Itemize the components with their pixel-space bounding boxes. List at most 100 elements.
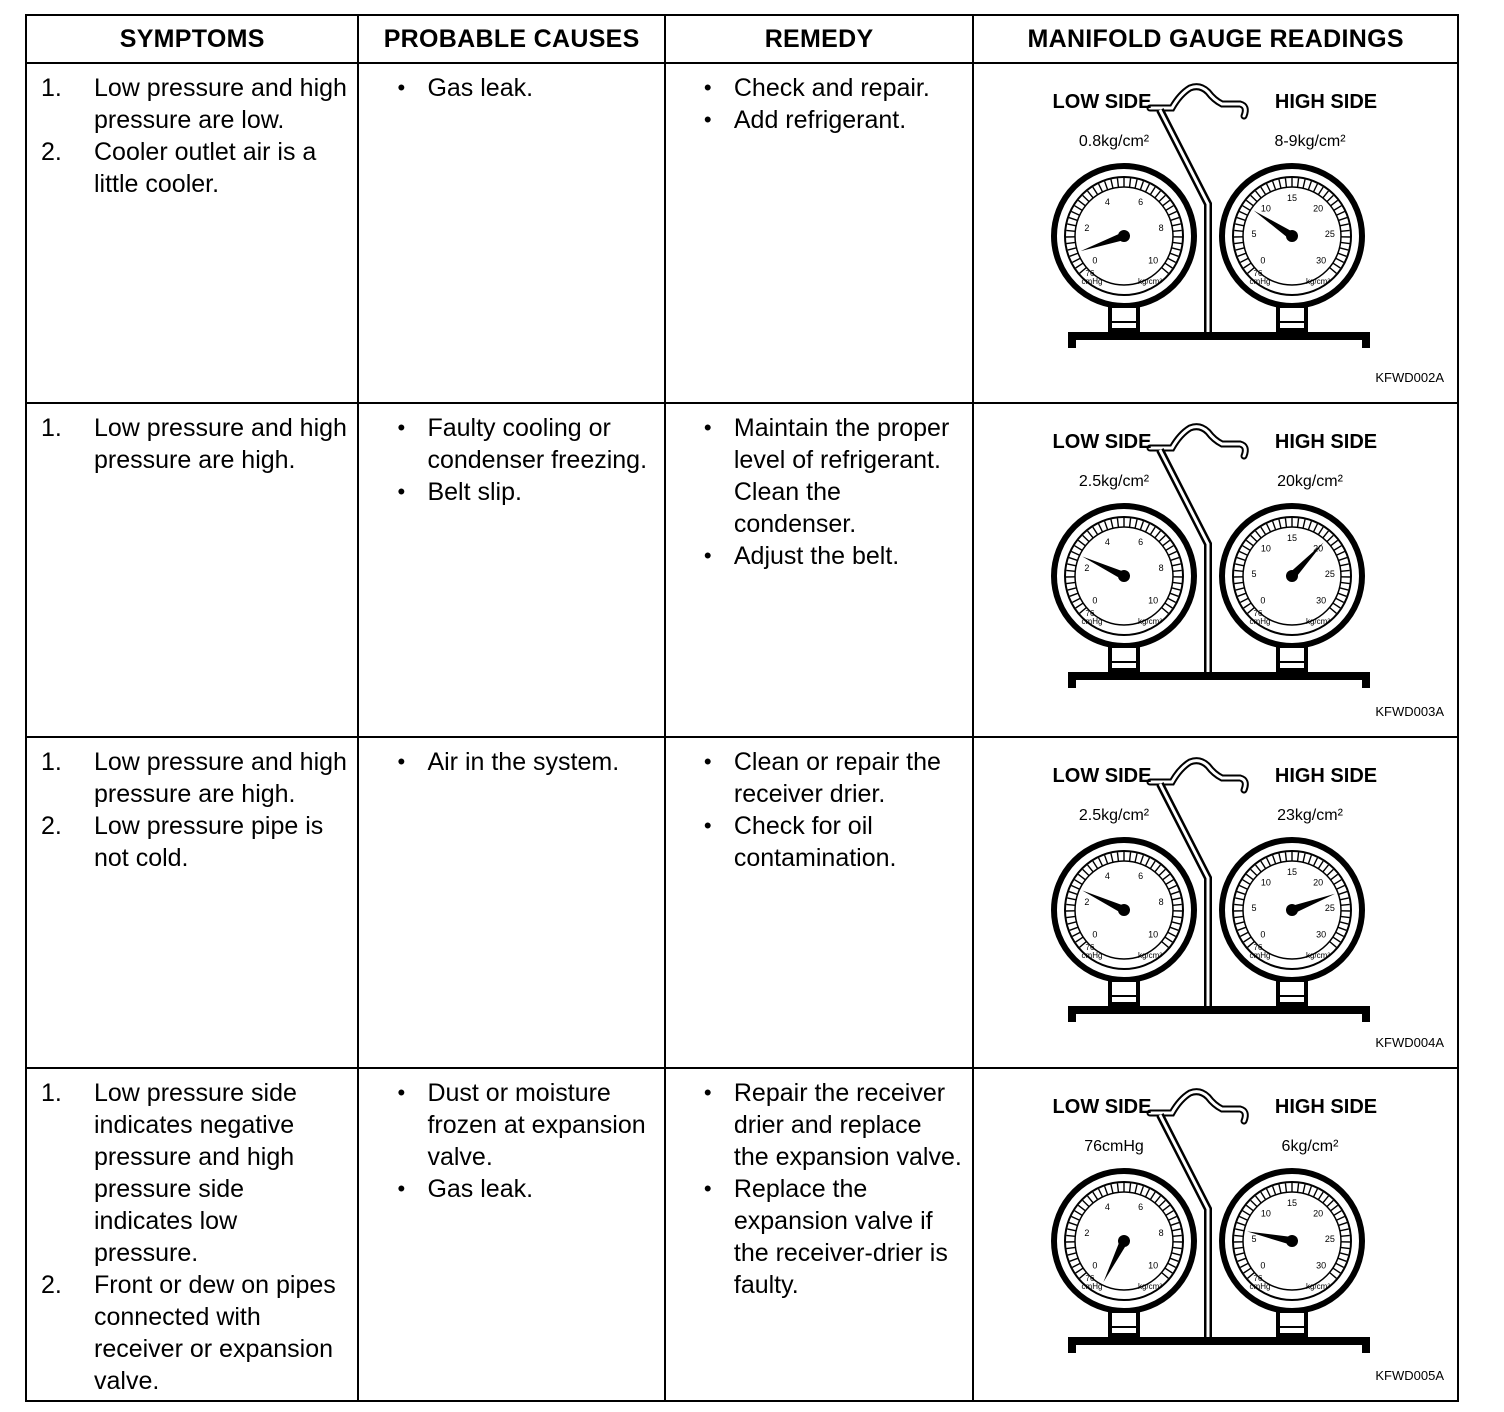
low-side-label: LOW SIDE — [1053, 431, 1152, 453]
low-side-gauge-tick — [1104, 855, 1109, 865]
high-side-reading: 8-9kg/cm² — [1275, 133, 1347, 150]
high-side-gauge-tick — [1340, 581, 1350, 585]
high-side-gauge-dial — [1232, 1181, 1353, 1301]
low-side-gauge-unit-pressure: kg/cm² — [1138, 277, 1162, 286]
remedy-list: •Maintain the proper level of refrigeran… — [680, 412, 962, 572]
probable-causes-cell: •Dust or moisture frozen at expansion va… — [357, 1067, 666, 1402]
high-side-gauge-tick — [1247, 940, 1256, 948]
high-side-gauge-tick — [1322, 530, 1330, 539]
symptom-number: 1. — [41, 414, 62, 442]
low-side-gauge-tick — [1145, 183, 1151, 193]
high-side-gauge-tick — [1340, 223, 1350, 227]
low-side-gauge-tick-label: 10 — [1148, 1260, 1158, 1270]
high-side-gauge-tick — [1332, 602, 1342, 609]
high-side-gauge-tick — [1272, 1186, 1277, 1196]
low-side-gauge-tick — [1170, 216, 1180, 222]
high-side-gauge-tick — [1237, 926, 1247, 931]
high-side-gauge-tick-label: 10 — [1261, 877, 1271, 887]
low-side-gauge-tick — [1139, 181, 1145, 191]
low-side-gauge-tick-label: 10 — [1148, 255, 1158, 265]
low-side-gauge-unit-vacuum: cmHg — [1082, 277, 1103, 286]
remedy-cell: •Check and repair.•Add refrigerant. — [663, 62, 975, 404]
high-side-gauge-tick — [1285, 1183, 1288, 1193]
low-side-gauge-tick — [1173, 903, 1183, 907]
high-side-label: HIGH SIDE — [1275, 91, 1377, 113]
low-side-gauge-tick — [1168, 884, 1178, 890]
high-side-gauge-tick — [1235, 1252, 1245, 1256]
high-side-gauge-tick-label: 30 — [1316, 595, 1326, 605]
remedy-item: •Clean or repair the receiver drier. — [704, 746, 962, 810]
symptom-item: 1.Low pressure side indicates negative p… — [41, 1077, 347, 1269]
low-side-gauge-tick-label: 0 — [1093, 929, 1098, 939]
probable-causes-cell: •Air in the system. — [357, 736, 666, 1069]
low-side-gauge-tick — [1167, 257, 1177, 263]
low-side-gauge-fitting — [1108, 304, 1141, 332]
low-side-gauge-tick — [1161, 266, 1170, 274]
low-side-gauge-dial — [1064, 1181, 1185, 1301]
high-side-gauge-tick — [1266, 857, 1272, 867]
high-side-gauge-tick — [1329, 940, 1338, 948]
low-side-gauge-tick — [1172, 897, 1182, 901]
high-side-gauge-tick — [1237, 556, 1247, 562]
high-side-gauge-tick — [1341, 903, 1351, 907]
low-side-gauge-tick — [1129, 852, 1132, 862]
high-side-gauge-tick — [1326, 868, 1335, 877]
high-side-gauge-needle — [1254, 210, 1295, 240]
high-side-gauge-unit-pressure: kg/cm² — [1306, 277, 1330, 286]
low-side-gauge-tick — [1098, 183, 1104, 193]
low-side-reading: 2.5kg/cm² — [1079, 473, 1150, 490]
low-side-gauge-tick — [1172, 241, 1182, 245]
low-side-gauge-tick — [1173, 569, 1183, 573]
low-side-gauge-tick — [1066, 1234, 1076, 1238]
high-side-gauge-tick-label: 5 — [1252, 1234, 1257, 1244]
high-side-gauge-tick — [1278, 853, 1282, 863]
high-side-gauge-tick-label: 30 — [1316, 929, 1326, 939]
high-side-gauge-tick — [1250, 1199, 1258, 1208]
remedy-item: •Replace the expansion valve if the rece… — [704, 1173, 962, 1301]
low-side-gauge-tick — [1171, 587, 1181, 591]
low-side-gauge-tick — [1074, 879, 1083, 885]
high-side-gauge-tick — [1235, 247, 1245, 251]
low-side-gauge-needle — [1080, 232, 1126, 252]
low-side-gauge-tick-label: 2 — [1085, 223, 1090, 233]
high-side-gauge-tick — [1239, 550, 1249, 556]
high-side-gauge-tick — [1318, 1191, 1325, 1201]
high-side-gauge-tick — [1235, 921, 1245, 925]
low-side-gauge-tick-label: 4 — [1105, 197, 1110, 207]
symptom-item: 1.Low pressure and high pressure are hig… — [41, 746, 347, 810]
low-side-gauge-tick — [1069, 890, 1079, 896]
probable-causes-cell: •Gas leak. — [357, 62, 666, 404]
low-side-gauge-tick — [1167, 597, 1177, 603]
low-side-gauge-tick — [1164, 1267, 1174, 1274]
low-side-gauge-tick — [1134, 519, 1139, 529]
low-side-gauge-tick-label: 6 — [1138, 871, 1143, 881]
high-side-gauge-unit-vacuum: cmHg — [1250, 1282, 1271, 1291]
high-side-gauge-tick — [1243, 1267, 1252, 1274]
low-side-gauge-tick — [1172, 1246, 1182, 1250]
manifold-stand-pipe-inner — [1158, 109, 1210, 334]
low-side-gauge-tick — [1075, 262, 1084, 269]
high-side-gauge-tick — [1338, 890, 1348, 896]
low-side-gauge-tick — [1139, 521, 1145, 531]
causes-content: •Gas leak. — [359, 64, 663, 104]
low-side-gauge-tick — [1104, 181, 1109, 191]
remedy-text: Adjust the belt. — [733, 542, 900, 570]
low-side-gauge-tick-label: 0 — [1093, 595, 1098, 605]
low-side-gauge-tick — [1129, 1183, 1132, 1193]
low-side-gauge-tick — [1082, 868, 1090, 877]
low-side-gauge-unit-pressure: kg/cm² — [1138, 951, 1162, 960]
remedy-text: Clean or repair the receiver drier. — [733, 748, 941, 808]
low-side-gauge-tick — [1092, 1191, 1099, 1201]
high-side-gauge-tick — [1285, 518, 1288, 528]
bullet-icon: • — [703, 1080, 712, 1105]
high-side-gauge-tick-label: 20 — [1313, 877, 1323, 887]
header-row: SYMPTOMS PROBABLE CAUSES REMEDY MANIFOLD… — [24, 14, 1459, 64]
low-side-gauge-tick — [1154, 864, 1162, 873]
high-side-gauge-tick — [1339, 587, 1349, 591]
high-side-gauge-tick-label: 20 — [1313, 1208, 1323, 1218]
low-side-gauge-tick — [1079, 266, 1088, 274]
high-side-gauge-tick — [1239, 1215, 1249, 1221]
low-side-gauge-tick — [1092, 526, 1099, 536]
